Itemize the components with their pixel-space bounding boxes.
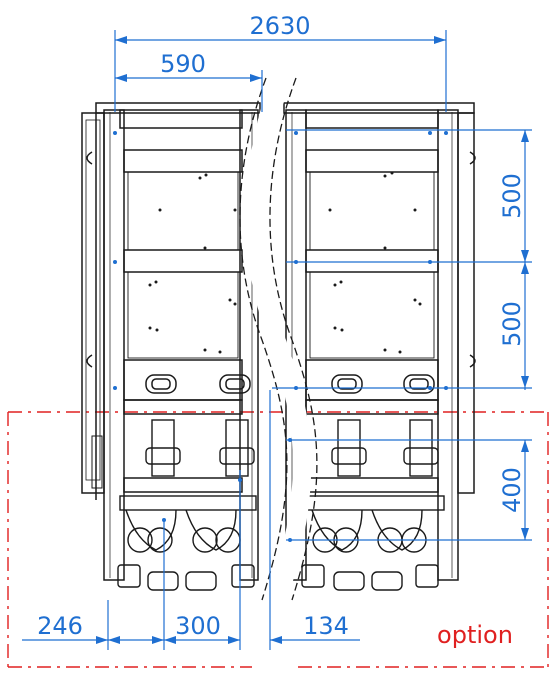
right-module-frame [283,102,476,581]
dim-center-spacing: 300 [175,612,221,640]
dim-lower-height: 400 [498,467,526,513]
left-module-frame [81,102,261,581]
dimension-lines [22,30,532,650]
dim-module-width: 590 [160,50,206,78]
right-module-handles [331,374,435,394]
dim-left-offset: 246 [37,612,83,640]
left-module-pipework [117,419,257,591]
right-module-holes [328,171,422,354]
dim-right-offset: 134 [303,612,349,640]
option-outline [7,411,549,668]
dim-upper-height: 500 [498,173,526,219]
dimension-arrows [96,36,529,644]
left-module-holes [148,173,237,354]
reference-dots [113,131,448,542]
left-module-handles [86,151,251,394]
dim-overall-width: 2630 [249,12,310,40]
break-lines [239,77,318,601]
dim-middle-height: 500 [498,301,526,347]
break-gap [245,80,312,598]
option-label: option [437,621,513,649]
right-module-pipework [301,419,445,591]
